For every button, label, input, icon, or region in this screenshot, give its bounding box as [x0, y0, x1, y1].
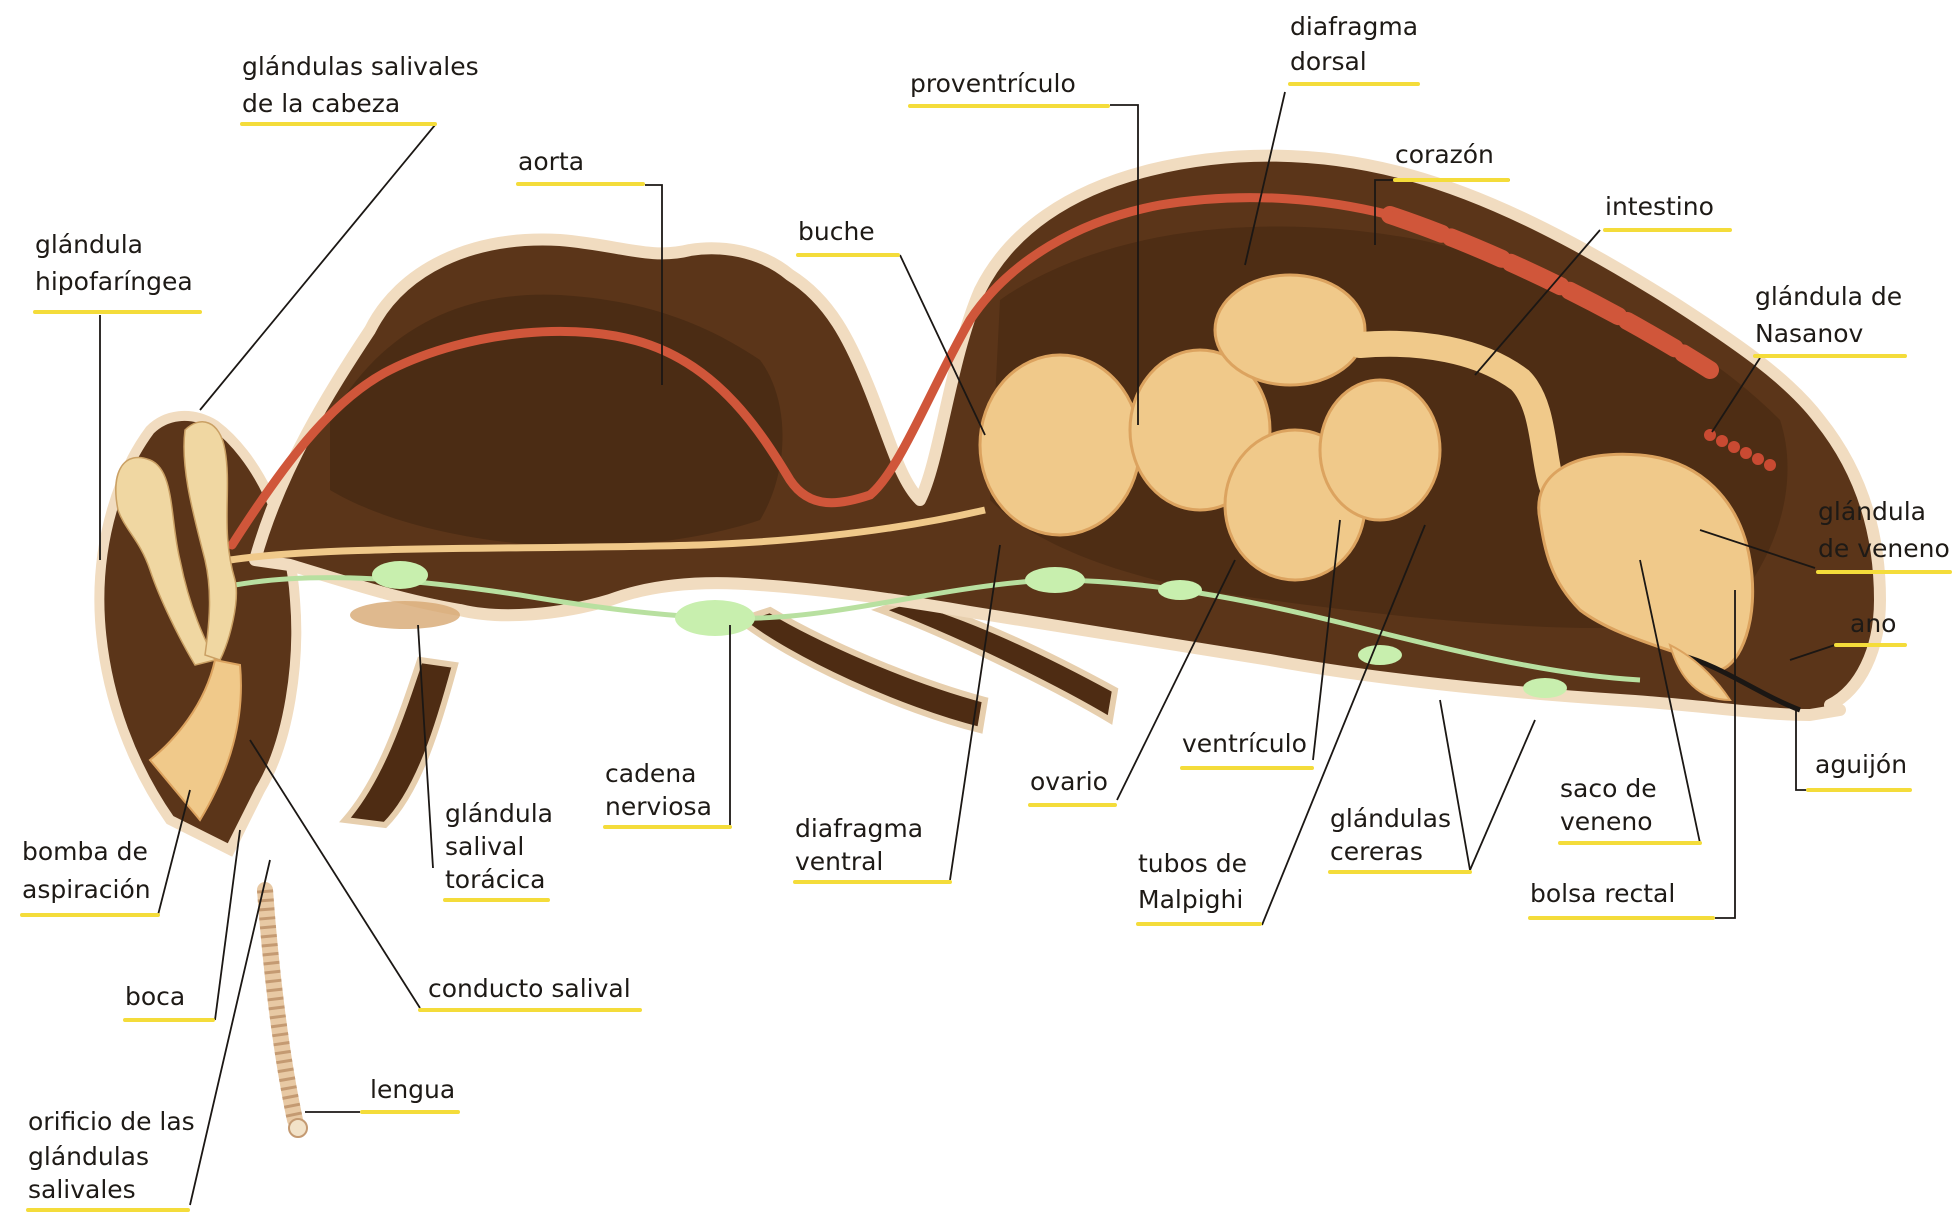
label-line: salival	[445, 832, 524, 861]
label-orificio-glandulas: orificio de las glándulas salivales	[28, 1107, 195, 1210]
label-line: nerviosa	[605, 792, 712, 821]
label-line: diafragma	[1290, 12, 1418, 41]
label-proventriculo: proventrículo	[910, 69, 1108, 106]
label-boca: boca	[125, 982, 213, 1020]
crop	[980, 355, 1140, 535]
label-line: conducto salival	[428, 974, 631, 1003]
label-line: veneno	[1560, 807, 1653, 836]
label-line: ventral	[795, 847, 883, 876]
leader-glandulas-cereras-2	[1470, 720, 1535, 870]
label-bomba-aspiracion: bomba de aspiración	[22, 837, 158, 915]
label-line: de la cabeza	[242, 89, 400, 118]
label-line: diafragma	[795, 814, 923, 843]
label-buche: buche	[798, 217, 898, 255]
label-line: dorsal	[1290, 47, 1367, 76]
label-line: bomba de	[22, 837, 148, 866]
label-glandula-nasanov: glándula de Nasanov	[1755, 282, 1905, 356]
label-line: buche	[798, 217, 875, 246]
label-line: Nasanov	[1755, 319, 1864, 348]
label-line: glándula	[1818, 497, 1926, 526]
label-glandulas-salivales-cabeza: glándulas salivales de la cabeza	[242, 52, 479, 124]
label-ventriculo: ventrículo	[1182, 729, 1312, 768]
label-conducto-salival: conducto salival	[420, 974, 640, 1010]
label-diafragma-dorsal: diafragma dorsal	[1290, 12, 1418, 84]
leader-aguijon	[1796, 710, 1808, 790]
bee-illustration	[99, 156, 1880, 1137]
label-diafragma-ventral: diafragma ventral	[795, 814, 950, 882]
label-line: bolsa rectal	[1530, 879, 1675, 908]
leader-glandulas-cereras-1	[1440, 700, 1470, 870]
label-glandula-veneno: glándula de veneno	[1818, 497, 1950, 572]
label-line: tubos de	[1138, 849, 1247, 878]
label-line: proventrículo	[910, 69, 1076, 98]
label-line: lengua	[370, 1075, 455, 1104]
label-line: ventrículo	[1182, 729, 1307, 758]
label-line: corazón	[1395, 140, 1494, 169]
label-lengua: lengua	[362, 1075, 458, 1112]
label-line: de veneno	[1818, 534, 1950, 563]
label-aguijon: aguijón	[1808, 750, 1910, 790]
tongue	[265, 890, 307, 1137]
label-line: Malpighi	[1138, 885, 1243, 914]
leader-boca	[215, 830, 240, 1020]
label-line: glándulas	[28, 1142, 149, 1171]
label-glandula-salival-toracica: glándula salival torácica	[445, 799, 553, 900]
label-bolsa-rectal: bolsa rectal	[1530, 879, 1713, 918]
label-ovario: ovario	[1030, 767, 1115, 805]
label-glandula-hipofaringea: glándula hipofaríngea	[35, 230, 200, 312]
thoracic-salivary-gland	[350, 601, 460, 629]
label-line: intestino	[1605, 192, 1714, 221]
label-line: hipofaríngea	[35, 267, 193, 296]
label-line: cereras	[1330, 837, 1423, 866]
label-line: aguijón	[1815, 750, 1907, 779]
label-intestino: intestino	[1605, 192, 1730, 230]
label-line: glándulas	[1330, 804, 1451, 833]
label-line: glándula	[445, 799, 553, 828]
label-line: glándula	[35, 230, 143, 259]
label-line: cadena	[605, 759, 696, 788]
label-line: torácica	[445, 865, 545, 894]
label-tubos-malpighi: tubos de Malpighi	[1138, 849, 1260, 924]
label-line: glándulas salivales	[242, 52, 479, 81]
label-cadena-nerviosa: cadena nerviosa	[605, 759, 730, 827]
label-line: glándula de	[1755, 282, 1902, 311]
label-line: salivales	[28, 1175, 136, 1204]
label-line: orificio de las	[28, 1107, 195, 1136]
label-saco-veneno: saco de veneno	[1560, 774, 1700, 843]
label-glandulas-cereras: glándulas cereras	[1330, 804, 1470, 872]
label-line: boca	[125, 982, 185, 1011]
label-line: aspiración	[22, 875, 151, 904]
label-line: ano	[1850, 609, 1896, 638]
label-aorta: aorta	[518, 147, 643, 184]
label-line: saco de	[1560, 774, 1657, 803]
label-line: ovario	[1030, 767, 1108, 796]
label-line: aorta	[518, 147, 584, 176]
